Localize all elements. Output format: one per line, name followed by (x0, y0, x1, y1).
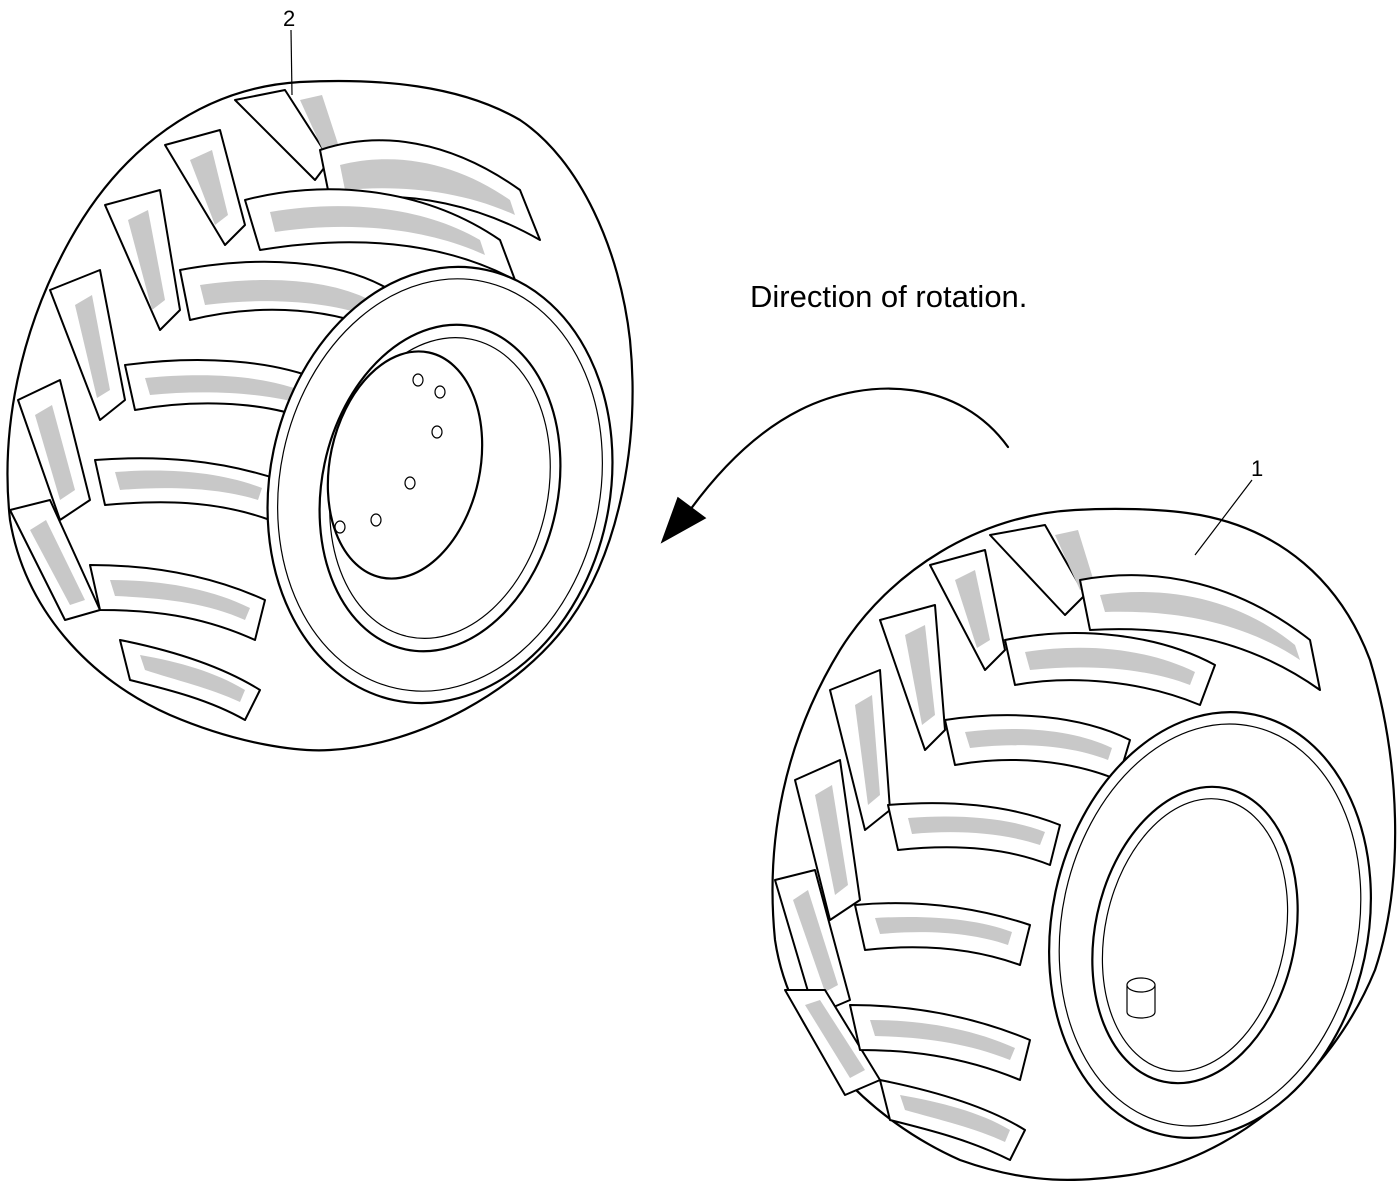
wheel-2-tread (9, 89, 541, 721)
wheel-1: 1 (771, 456, 1397, 1182)
wheel-2-callout: 2 (283, 6, 295, 31)
wheel-1-callout: 1 (1251, 456, 1263, 481)
wheel-1-leader-line (1194, 479, 1253, 556)
wheel-2: 2 (6, 6, 634, 752)
rotation-arrow (660, 387, 1010, 544)
wheel-2-leader-line (290, 29, 293, 96)
rotation-caption: Direction of rotation. (750, 279, 1027, 314)
valve-stem (1126, 977, 1156, 1019)
wheel-2-bolt-holes (334, 373, 446, 534)
wheel-2-hub (326, 350, 484, 580)
arrowhead-icon (660, 496, 707, 544)
wheel-1-tread (774, 524, 1321, 1161)
